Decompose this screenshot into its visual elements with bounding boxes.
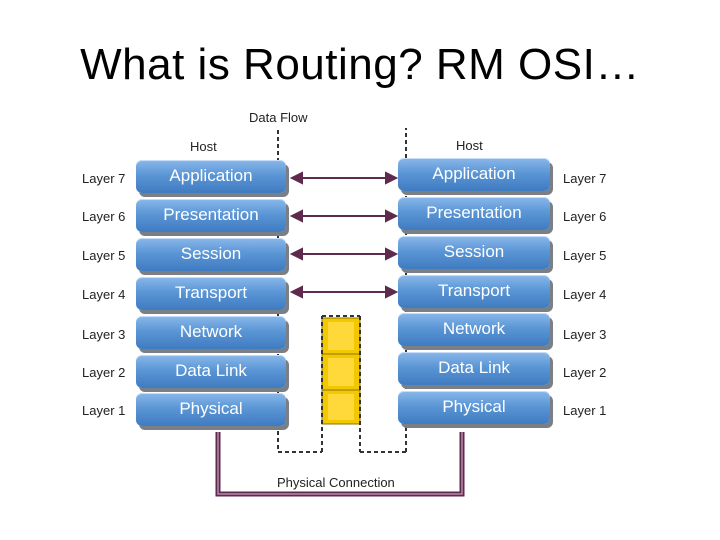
data-flow-label: Data Flow [249, 110, 308, 125]
left-layer-network: Network [136, 316, 286, 349]
slide-title: What is Routing? RM OSI… [80, 40, 640, 89]
layer-name: Session [443, 242, 505, 261]
layer-name: Transport [437, 281, 511, 300]
right-layer-session: Session [398, 236, 550, 269]
right-layer-number: Layer 7 [563, 171, 607, 186]
left-layer-physical: Physical [136, 393, 286, 426]
router-stack [321, 317, 361, 425]
right-host-label: Host [456, 138, 483, 153]
layer-name: Presentation [426, 203, 522, 222]
left-layer-data-link: Data Link [136, 355, 286, 388]
left-layer-number: Layer 4 [82, 287, 126, 302]
layer-name: Presentation [163, 205, 259, 224]
left-layer-application: Application [136, 160, 286, 193]
right-layer-number: Layer 4 [563, 287, 607, 302]
right-layer-network: Network [398, 313, 550, 346]
right-layer-data-link: Data Link [398, 352, 550, 385]
physical-connection-label: Physical Connection [277, 475, 395, 490]
right-layer-number: Layer 2 [563, 365, 607, 380]
layer-name: Physical [179, 399, 243, 418]
layer-name: Application [169, 166, 253, 185]
layer-name: Data Link [438, 358, 510, 377]
left-layer-number: Layer 2 [82, 365, 126, 380]
layer-name: Application [432, 164, 516, 183]
peer-arrows [289, 171, 399, 299]
right-layer-application: Application [398, 158, 550, 191]
layer-name: Transport [174, 283, 248, 302]
left-layer-number: Layer 6 [82, 209, 126, 224]
right-layer-number: Layer 5 [563, 248, 607, 263]
right-layer-physical: Physical [398, 391, 550, 424]
left-layer-number: Layer 5 [82, 248, 126, 263]
right-layer-transport: Transport [398, 275, 550, 308]
layer-name: Network [179, 322, 243, 341]
left-layer-number: Layer 7 [82, 171, 126, 186]
layer-name: Session [180, 244, 242, 263]
right-layer-number: Layer 6 [563, 209, 607, 224]
left-layer-presentation: Presentation [136, 199, 286, 232]
left-layer-number: Layer 3 [82, 327, 126, 342]
layer-name: Physical [442, 397, 506, 416]
left-layer-transport: Transport [136, 277, 286, 310]
layer-name: Data Link [175, 361, 247, 380]
right-layer-number: Layer 3 [563, 327, 607, 342]
left-host-label: Host [190, 139, 217, 154]
right-layer-number: Layer 1 [563, 403, 607, 418]
layer-name: Network [442, 319, 506, 338]
left-layer-session: Session [136, 238, 286, 271]
left-layer-number: Layer 1 [82, 403, 126, 418]
right-layer-presentation: Presentation [398, 197, 550, 230]
